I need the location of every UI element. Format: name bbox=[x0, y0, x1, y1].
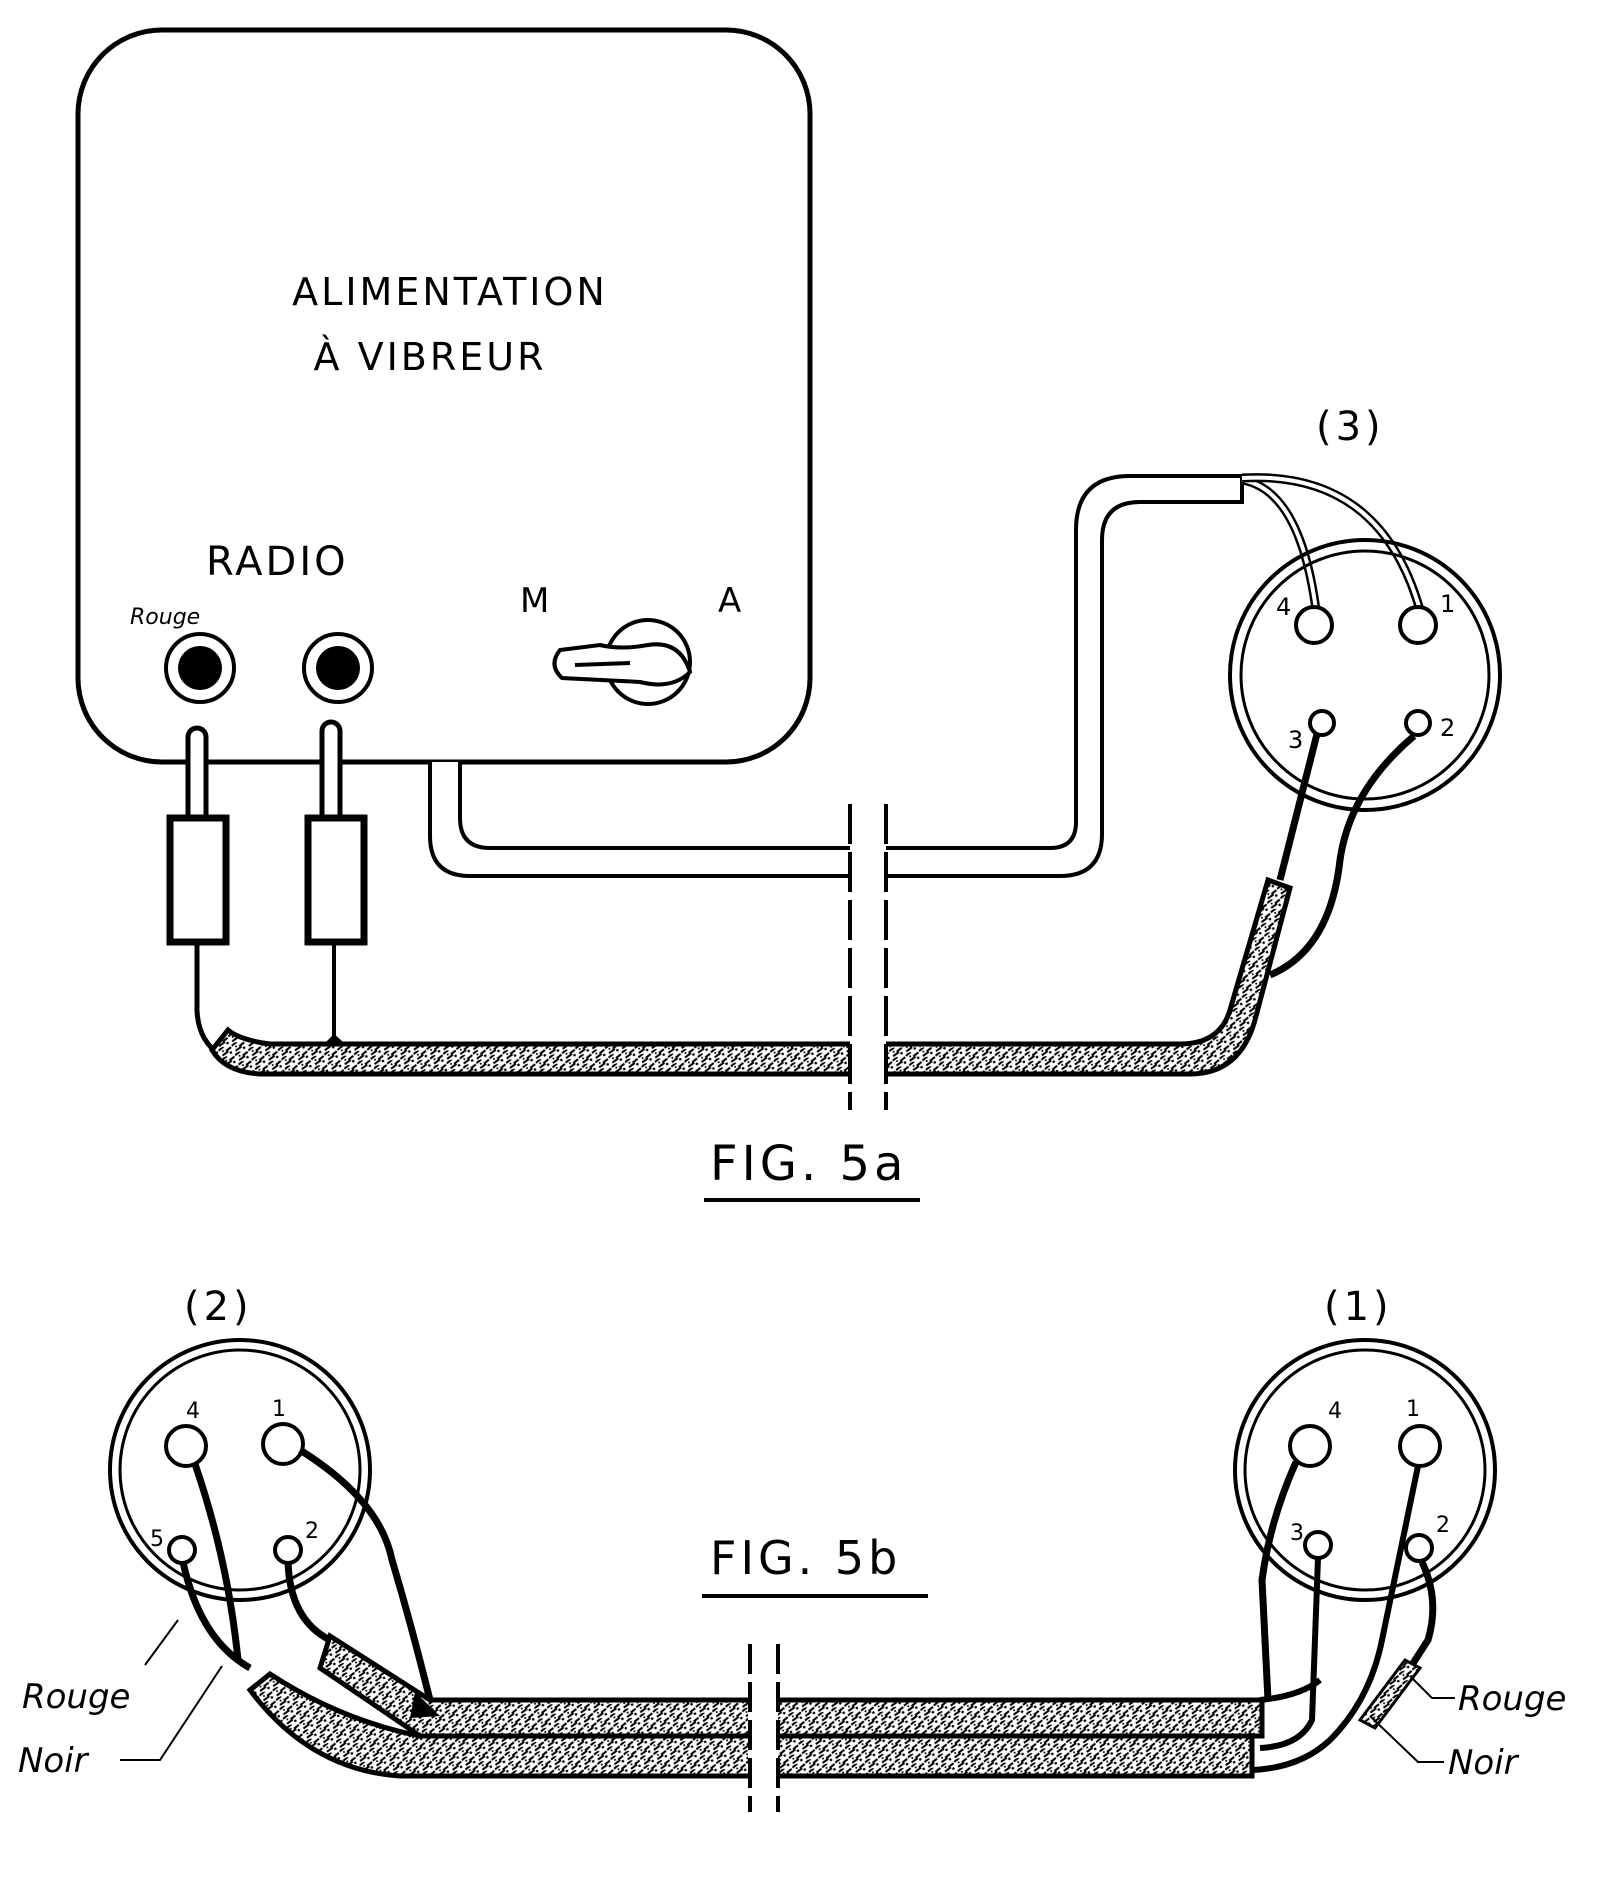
connector-3-label: (3) bbox=[1316, 404, 1385, 450]
left-noir-leader bbox=[120, 1665, 223, 1761]
pin-3 bbox=[1303, 1530, 1333, 1560]
shielded-cable-5a bbox=[208, 876, 1294, 1077]
pin-1 bbox=[1398, 1424, 1442, 1468]
connector-2: 4 1 5 2 bbox=[108, 1338, 440, 1718]
jack-rouge bbox=[164, 632, 236, 704]
pin-4 bbox=[1294, 605, 1334, 645]
banana-plug-left bbox=[166, 725, 230, 1058]
pin-2 bbox=[273, 1535, 303, 1565]
pin-2-label: 2 bbox=[305, 1519, 319, 1544]
pin-3-label: 3 bbox=[1290, 1521, 1304, 1546]
banana-plug-right bbox=[304, 719, 368, 1048]
left-rouge-leader bbox=[144, 1619, 179, 1666]
pin-4 bbox=[164, 1424, 208, 1468]
toggle-switch bbox=[552, 618, 693, 706]
pin-1-label: 1 bbox=[1406, 1397, 1420, 1422]
radio-label: RADIO bbox=[206, 539, 349, 585]
cable-break-5a bbox=[848, 800, 888, 1110]
left-rouge-label: Rouge bbox=[22, 1677, 130, 1717]
pin-4-label: 4 bbox=[186, 1399, 200, 1424]
pin-5 bbox=[167, 1535, 197, 1565]
connector-1: 4 1 3 2 bbox=[1233, 1338, 1497, 1773]
pin-2 bbox=[1404, 1533, 1434, 1563]
right-noir-label: Noir bbox=[1448, 1743, 1520, 1783]
pin-2 bbox=[1404, 709, 1432, 737]
left-noir-label: Noir bbox=[18, 1741, 90, 1781]
pin-5-label: 5 bbox=[150, 1527, 164, 1552]
fig-5b-caption: FIG. 5b bbox=[710, 1531, 901, 1585]
fig-5a-caption: FIG. 5a bbox=[710, 1136, 907, 1192]
connector-3: 4 1 3 2 bbox=[1228, 538, 1502, 812]
pin-4-label: 4 bbox=[1328, 1399, 1342, 1424]
box-title-line1: ALIMENTATION bbox=[292, 270, 608, 314]
pin-3-label: 3 bbox=[1288, 726, 1303, 754]
pin-4 bbox=[1288, 1424, 1332, 1468]
pin-1-label: 1 bbox=[1440, 590, 1455, 618]
pin-4-label: 4 bbox=[1276, 593, 1291, 621]
rouge-jack-label: Rouge bbox=[130, 605, 200, 630]
pin-3 bbox=[1308, 709, 1336, 737]
pin-2-label: 2 bbox=[1436, 1513, 1450, 1538]
jack-black bbox=[302, 632, 374, 704]
fig-5b: (2) 4 1 5 2 Rouge Noir (1) bbox=[18, 1284, 1566, 1815]
pin-1-label: 1 bbox=[272, 1397, 286, 1422]
fig-5a: ALIMENTATION À VIBREUR RADIO Rouge M A bbox=[75, 27, 1502, 1202]
box-title-line2: À VIBREUR bbox=[314, 335, 547, 379]
switch-label-a: A bbox=[718, 581, 741, 621]
right-noir-leader bbox=[1369, 1715, 1444, 1763]
shielded-cable-lower bbox=[246, 1670, 1255, 1779]
right-rouge-label: Rouge bbox=[1458, 1679, 1566, 1719]
pin-2-label: 2 bbox=[1440, 714, 1455, 742]
switch-label-m: M bbox=[520, 581, 549, 621]
supply-cable bbox=[428, 474, 1244, 878]
connector-1-label: (1) bbox=[1324, 1284, 1393, 1330]
pin-1 bbox=[261, 1422, 305, 1466]
connector-2-label: (2) bbox=[184, 1284, 253, 1330]
pin-1 bbox=[1398, 605, 1438, 645]
shielded-cable-upper bbox=[317, 1632, 1265, 1739]
cable-break-5b bbox=[748, 1640, 780, 1815]
right-rouge-leader bbox=[1409, 1675, 1455, 1699]
